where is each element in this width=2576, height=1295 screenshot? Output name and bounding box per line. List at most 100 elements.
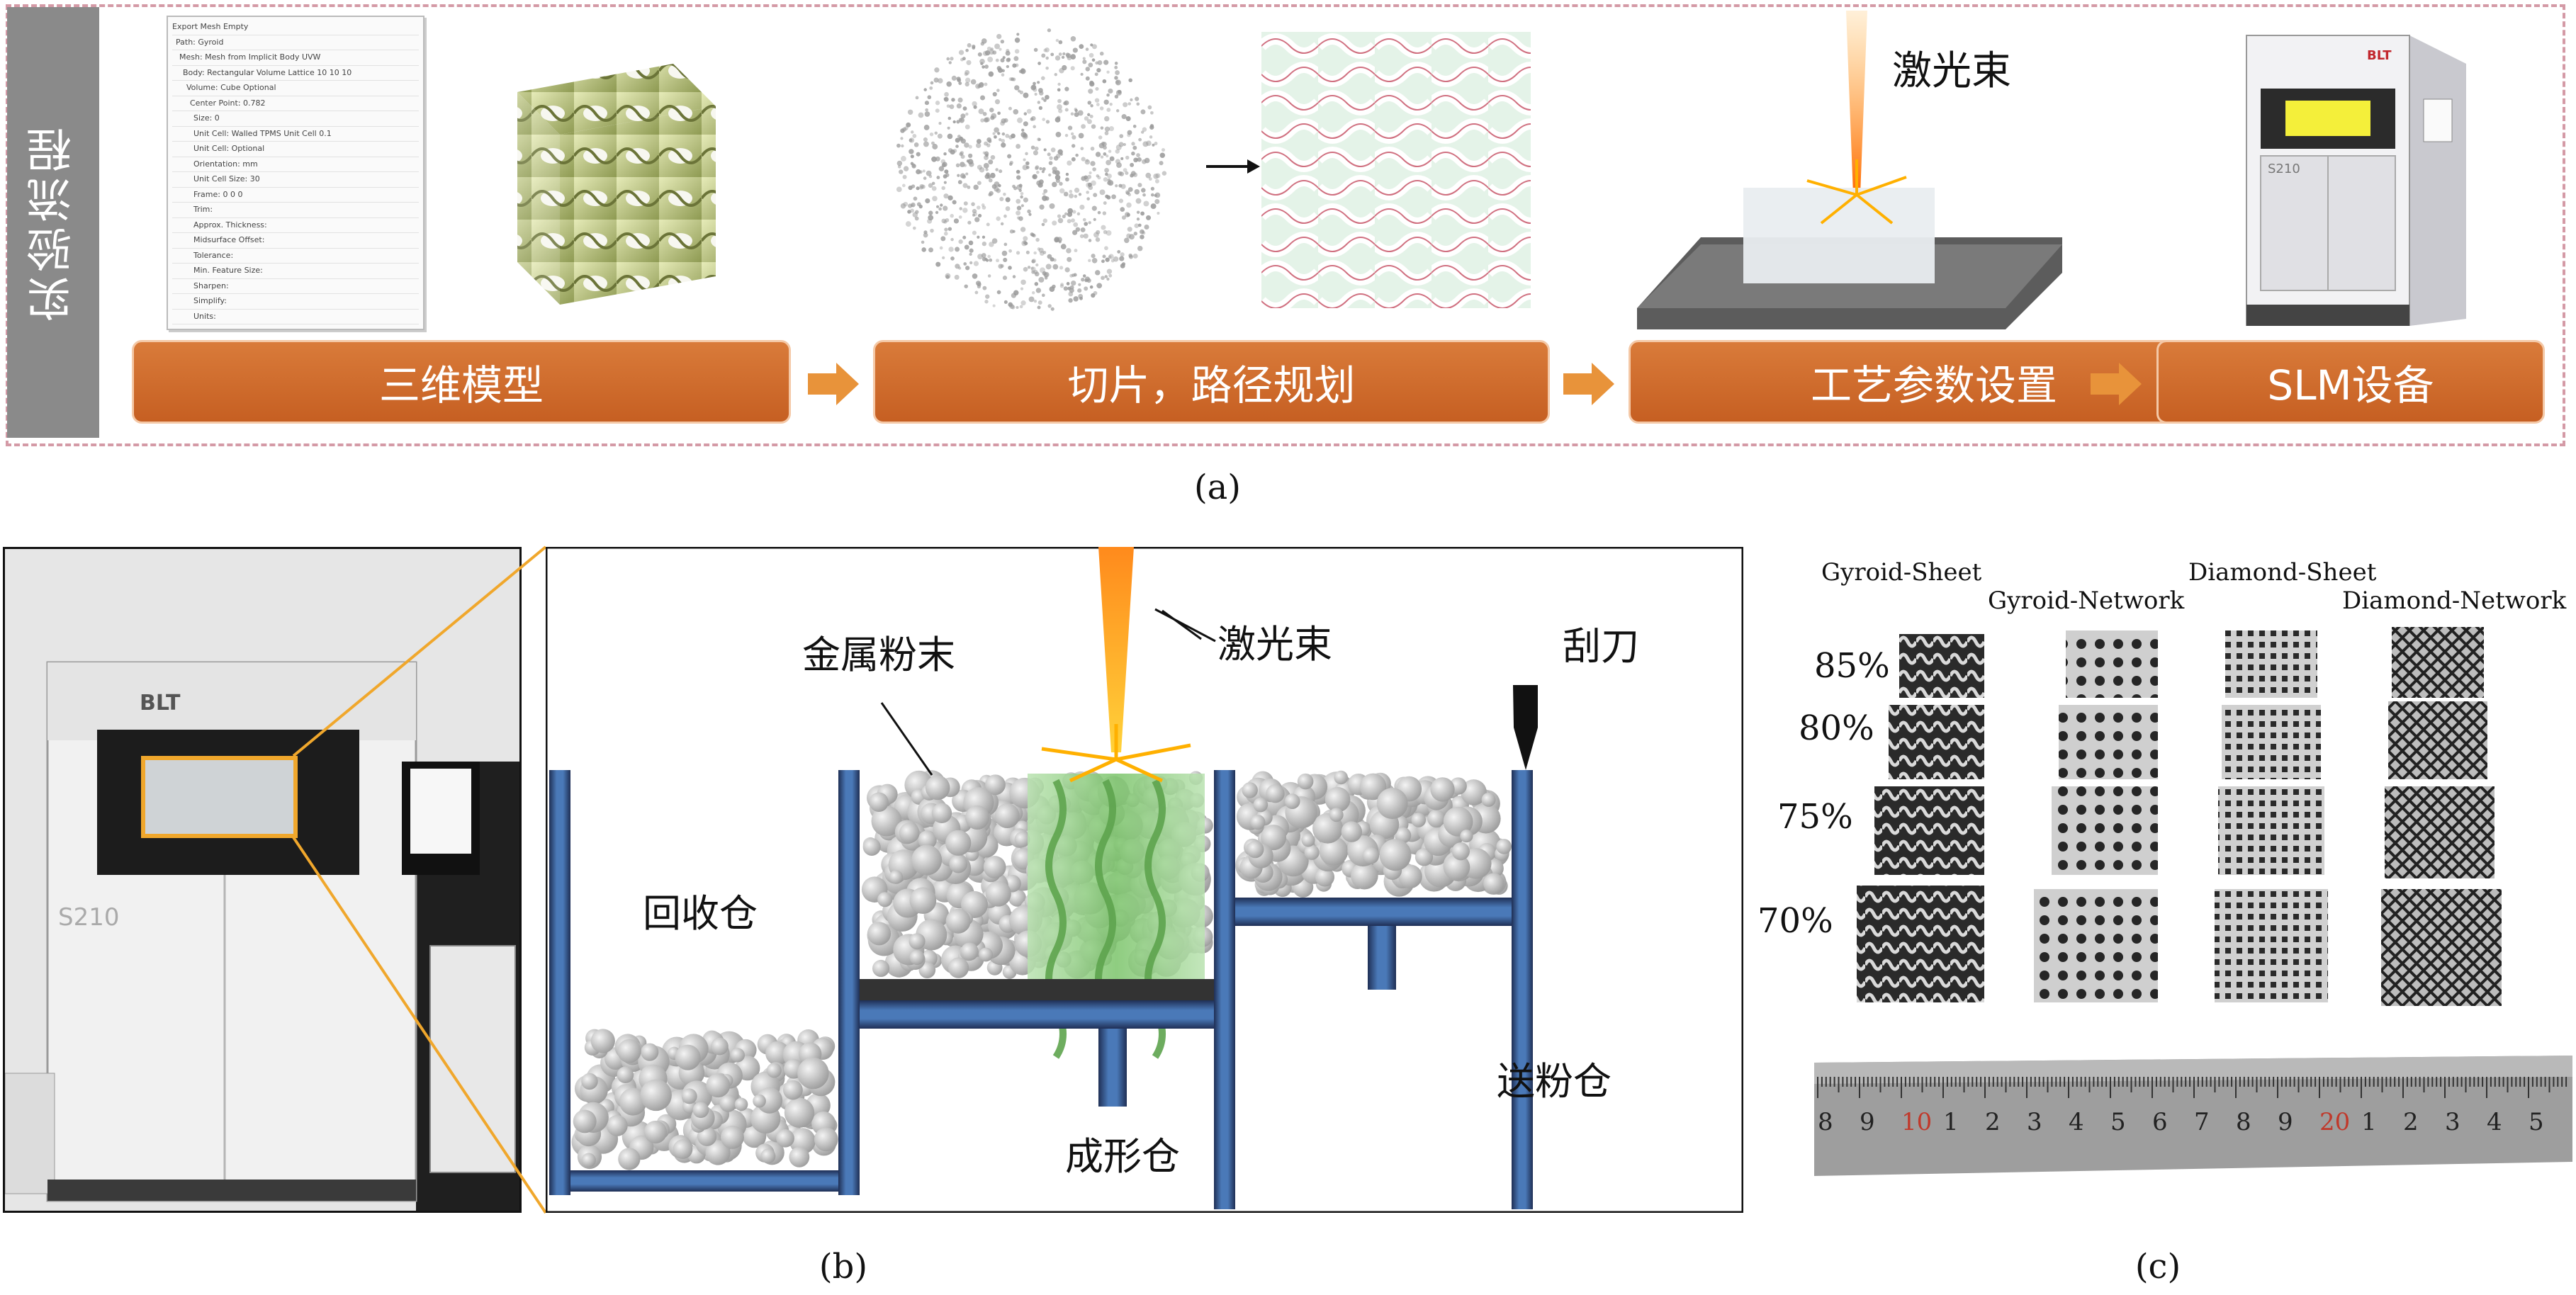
cloud-point [944, 227, 948, 232]
cloud-point [1067, 160, 1072, 166]
cloud-point [1154, 142, 1158, 145]
cloud-point [940, 203, 943, 207]
cloud-point [921, 247, 926, 252]
cloud-point [1033, 81, 1036, 86]
col-label-gyroid-sheet: Gyroid-Sheet [1821, 558, 1982, 587]
cloud-point [1085, 47, 1089, 51]
cloud-point [1154, 193, 1157, 198]
cloud-point [1053, 258, 1057, 262]
cloud-point [903, 201, 909, 207]
powder-particle [869, 792, 889, 812]
cloud-point [984, 82, 988, 86]
cloud-point [938, 207, 942, 211]
powder-particle [1460, 830, 1473, 843]
powder-particle [1362, 847, 1380, 864]
cloud-point [1003, 242, 1008, 247]
cloud-point [989, 242, 994, 247]
machine-brand-a: BLT [2367, 48, 2392, 63]
cloud-point [981, 253, 986, 258]
ruler-number: 20 [2319, 1108, 2350, 1136]
cloud-point [1044, 271, 1050, 278]
cloud-point [1119, 256, 1125, 261]
powder-particle [909, 949, 925, 966]
cloud-point [1055, 131, 1062, 137]
cloud-point [1047, 304, 1052, 308]
cloud-point [1016, 251, 1020, 255]
cloud-point [911, 184, 916, 188]
cloud-point [1108, 149, 1112, 153]
label-blade: 刮刀 [1563, 624, 1639, 669]
cloud-point [1094, 98, 1100, 103]
cloud-point [957, 180, 962, 185]
caption-c: (c) [2135, 1247, 2181, 1286]
cloud-point [958, 266, 962, 270]
cloud-point [1115, 70, 1120, 75]
cloud-point [1089, 114, 1093, 118]
cloud-point [1003, 214, 1007, 218]
cloud-point [997, 67, 1003, 73]
powder-particle [1481, 792, 1496, 807]
cloud-point [1020, 279, 1026, 285]
cloud-point [896, 160, 903, 166]
powder-particle [1315, 867, 1335, 887]
cloud-point [943, 181, 947, 184]
powder-particle [1483, 873, 1504, 894]
cloud-point [1016, 144, 1021, 149]
cloud-point [1084, 222, 1089, 226]
cloud-point [1162, 171, 1167, 176]
cloud-point [940, 159, 946, 164]
powder-particle [797, 1057, 829, 1090]
cloud-point [982, 205, 986, 210]
cloud-point [910, 130, 914, 134]
cloud-point [977, 284, 982, 289]
cloud-point [1074, 108, 1077, 111]
cloud-point [1121, 215, 1126, 220]
cloud-point [902, 183, 906, 188]
cloud-point [933, 77, 939, 83]
cloud-point [1063, 101, 1067, 106]
cloud-point [978, 108, 984, 115]
cloud-point [1023, 121, 1028, 127]
cloud-point [1115, 159, 1121, 164]
cloud-point [1096, 67, 1101, 73]
powder-particle [617, 1039, 641, 1063]
software-row: Mesh: Mesh from Implicit Body UVW [172, 50, 419, 66]
cloud-point [910, 154, 914, 159]
ruler-number: 8 [2236, 1108, 2251, 1136]
cloud-point [900, 203, 906, 209]
cloud-point [1031, 270, 1035, 274]
cloud-point [967, 153, 973, 159]
cloud-point [1059, 266, 1064, 270]
powder-particle [618, 1148, 641, 1170]
cloud-point [980, 118, 985, 123]
cloud-point [1025, 250, 1030, 254]
cloud-point [1149, 124, 1154, 128]
cloud-point [1087, 101, 1092, 105]
powder-particle [1266, 784, 1285, 803]
cloud-point [1140, 109, 1146, 115]
cloud-point [938, 122, 942, 125]
cloud-point [1096, 103, 1100, 106]
cloud-point [1137, 245, 1143, 251]
cloud-point [1154, 198, 1160, 205]
col-label-gyroid-network: Gyroid-Network [1988, 587, 2185, 615]
powder-particle [711, 1037, 729, 1056]
cloud-point [1041, 97, 1045, 101]
cloud-point [959, 207, 962, 210]
cloud-point [1057, 88, 1061, 92]
cloud-point [940, 236, 946, 242]
cloud-point [1037, 81, 1040, 84]
cloud-point [1120, 252, 1125, 257]
cloud-point [956, 103, 962, 109]
cloud-point [981, 203, 985, 207]
cloud-point [1131, 151, 1135, 156]
powder-particle [1008, 888, 1026, 907]
slm-machine-image [2246, 35, 2466, 326]
cloud-point [1047, 152, 1051, 157]
cloud-point [1005, 206, 1011, 211]
cloud-point [1042, 192, 1046, 196]
cloud-point [1083, 233, 1089, 239]
cloud-point [1072, 47, 1078, 53]
cloud-point [1057, 214, 1062, 218]
cloud-point [1054, 117, 1061, 123]
